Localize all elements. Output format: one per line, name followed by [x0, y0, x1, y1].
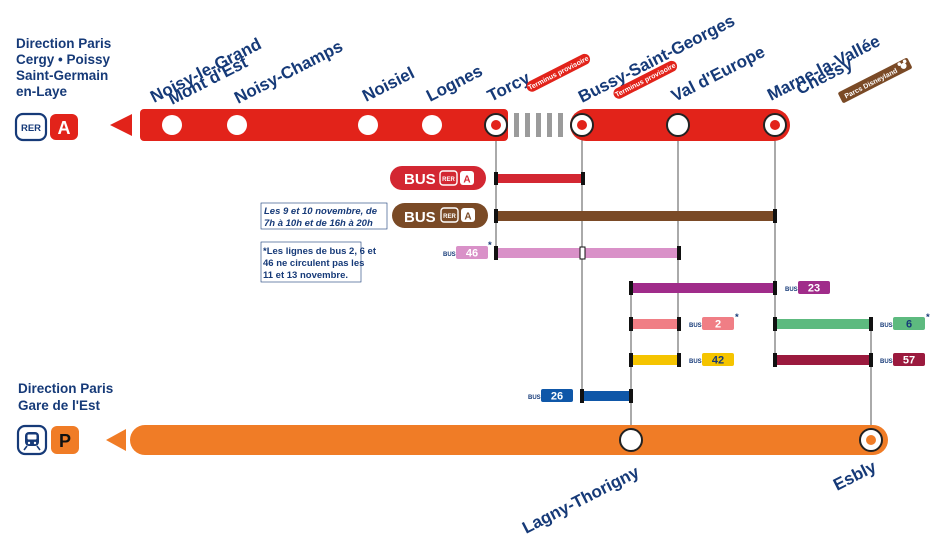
transilien-p-direction: Direction Paris Gare de l'Est: [18, 381, 113, 413]
direction-line-3: Saint-Germain: [16, 68, 108, 83]
bus-word: BUS: [880, 323, 893, 329]
rer-logo-text: RER: [21, 123, 41, 134]
station-name: Lagny-Thorigny: [519, 462, 643, 537]
rer-logo: RER: [14, 112, 48, 142]
bus-line-46-badge[interactable]: BUS 46 *: [443, 240, 492, 260]
bus-line-number: 46: [466, 248, 478, 260]
direction-line-2: Cergy • Poissy: [16, 52, 111, 67]
route-line-57[interactable]: [773, 353, 873, 367]
route-bus-a-red[interactable]: [494, 172, 585, 185]
bus-badge-rer: RER: [442, 177, 455, 183]
bus-line-number: 6: [906, 319, 912, 331]
line-p-badge: P: [51, 426, 79, 454]
rer-a-direction: Direction Paris Cergy • Poissy Saint-Ger…: [16, 36, 111, 99]
bus-word: BUS: [880, 359, 893, 365]
bus-word: BUS: [785, 287, 798, 293]
bus-rer-badge-red: BUS RER A: [390, 166, 486, 190]
bus-rer-badge-brown: BUS RER A: [392, 203, 488, 228]
mickey-icon: [897, 59, 907, 69]
station-name: Lognes: [423, 61, 485, 105]
route-line-6[interactable]: [773, 317, 873, 331]
line-a-badge: A: [50, 114, 78, 140]
bus-line-6-badge[interactable]: BUS 6 *: [880, 312, 930, 331]
bus-line-number: 42: [712, 355, 724, 367]
bus-word: BUS: [528, 395, 541, 401]
bus-word: BUS: [689, 359, 702, 365]
bus-line-number: 23: [808, 283, 820, 295]
asterisk: *: [488, 240, 492, 251]
route-line-42[interactable]: [629, 353, 681, 367]
bus-badge-letter: A: [464, 212, 471, 223]
rer-a-arrow: [110, 114, 132, 136]
direction-line-1: Direction Paris: [16, 36, 111, 51]
bus-line-23-badge[interactable]: BUS 23: [785, 281, 830, 295]
bus-line-number: 26: [551, 391, 563, 403]
bus-badge-letter: A: [463, 175, 470, 186]
route-line-46[interactable]: [494, 246, 681, 260]
asterisk: *: [926, 312, 930, 323]
p-arrow: [106, 429, 126, 451]
lines-note-line-2: 46 ne circulent pas les: [263, 258, 364, 269]
transilien-p-line: [106, 425, 888, 455]
bus-badge-word: BUS: [404, 171, 436, 188]
bus-line-number: 57: [903, 355, 915, 367]
station-name: Bussy-Saint-Georges: [575, 11, 738, 106]
bus-line-42-badge[interactable]: BUS 42: [689, 353, 734, 367]
bus-routes: [494, 172, 873, 403]
route-line-23[interactable]: [629, 281, 777, 295]
schedule-note: Les 9 et 10 novembre, de 7h à 10h et de …: [260, 202, 388, 230]
bus-badge-rer: RER: [443, 214, 456, 220]
station-name: Noisiel: [359, 63, 417, 105]
schedule-note-line-2: 7h à 10h et de 16h à 20h: [264, 218, 373, 229]
route-line-2[interactable]: [629, 317, 681, 331]
station-name: Esbly: [830, 457, 880, 495]
bus-line-number: 2: [715, 319, 721, 331]
bus-word: BUS: [443, 252, 456, 258]
line-p-letter: P: [59, 431, 71, 451]
bus-line-57-badge[interactable]: BUS 57: [880, 353, 925, 367]
bus-badge-word: BUS: [404, 209, 436, 226]
lines-note-line-3: 11 et 13 novembre.: [263, 270, 348, 281]
line-a-letter: A: [58, 118, 71, 138]
lines-note-line-1: *Les lignes de bus 2, 6 et: [263, 246, 377, 257]
bus-line-2-badge[interactable]: BUS 2 *: [689, 312, 739, 331]
schedule-note-line-1: Les 9 et 10 novembre, de: [264, 206, 378, 217]
bus-word: BUS: [689, 323, 702, 329]
lines-note: *Les lignes de bus 2, 6 et 46 ne circule…: [260, 241, 377, 283]
asterisk: *: [735, 312, 739, 323]
station-name: Torcy: [484, 68, 533, 106]
bus-line-26-badge[interactable]: BUS 26: [528, 389, 573, 403]
route-bus-a-brown[interactable]: [494, 209, 777, 223]
direction-line-4: en-Laye: [16, 84, 68, 99]
works-section: [514, 113, 563, 137]
route-line-26[interactable]: [580, 389, 633, 403]
train-icon: [16, 424, 48, 456]
direction-p-line-1: Direction Paris: [18, 381, 113, 396]
direction-p-line-2: Gare de l'Est: [18, 398, 100, 413]
